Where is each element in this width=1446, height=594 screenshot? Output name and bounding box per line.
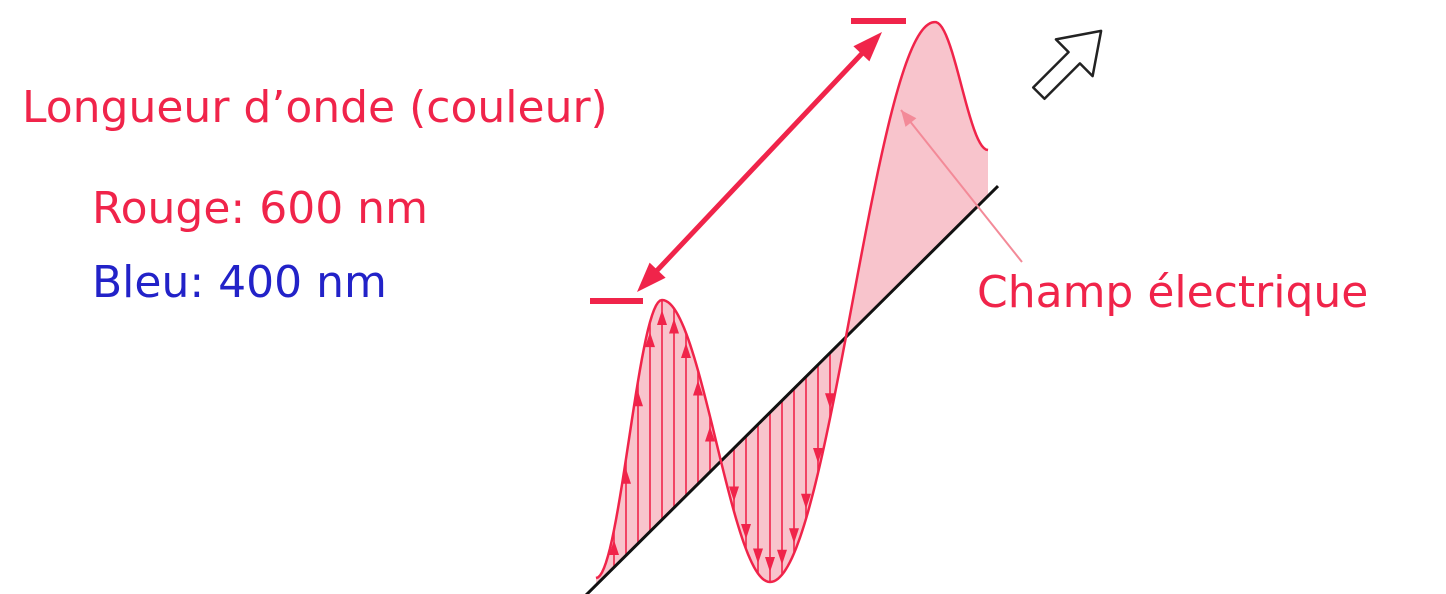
field-pointer-head xyxy=(901,110,917,127)
field-vector-head xyxy=(801,493,811,509)
field-vectors xyxy=(609,300,835,582)
field-vector-head xyxy=(741,524,751,539)
field-vector-head xyxy=(765,557,775,572)
field-vector-head xyxy=(825,393,835,409)
wave-curve xyxy=(595,20,989,584)
field-vector-head xyxy=(789,528,799,544)
propagation-axis xyxy=(584,185,1000,594)
wavelength-marker xyxy=(590,18,906,304)
field-vector-head xyxy=(705,426,715,442)
field-vector-head xyxy=(645,332,655,348)
field-vector-head xyxy=(753,548,763,564)
field-pointer-line xyxy=(900,109,1023,263)
wavelength-arrowhead-end xyxy=(853,32,882,62)
field-vector-head xyxy=(681,343,691,358)
field-vector-head xyxy=(693,380,703,396)
wavelength-title: Longueur d’onde (couleur) xyxy=(22,82,608,133)
field-vector-head xyxy=(669,318,679,334)
electric-field-label: Champ électrique xyxy=(977,267,1369,318)
blue-wavelength-label: Bleu: 400 nm xyxy=(92,257,387,308)
red-wavelength-label: Rouge: 600 nm xyxy=(92,183,428,234)
wave-area xyxy=(596,22,988,585)
field-vector-head xyxy=(657,310,667,325)
propagation-arrow-icon xyxy=(1031,29,1103,101)
wavelength-arrowhead-start xyxy=(637,262,666,292)
wave-fill xyxy=(596,22,988,585)
field-vector-head xyxy=(777,549,787,565)
field-vector-head xyxy=(609,540,619,555)
field-vector-head xyxy=(729,486,739,502)
wavelength-arrow xyxy=(647,43,872,281)
field-vector-head xyxy=(813,448,823,463)
